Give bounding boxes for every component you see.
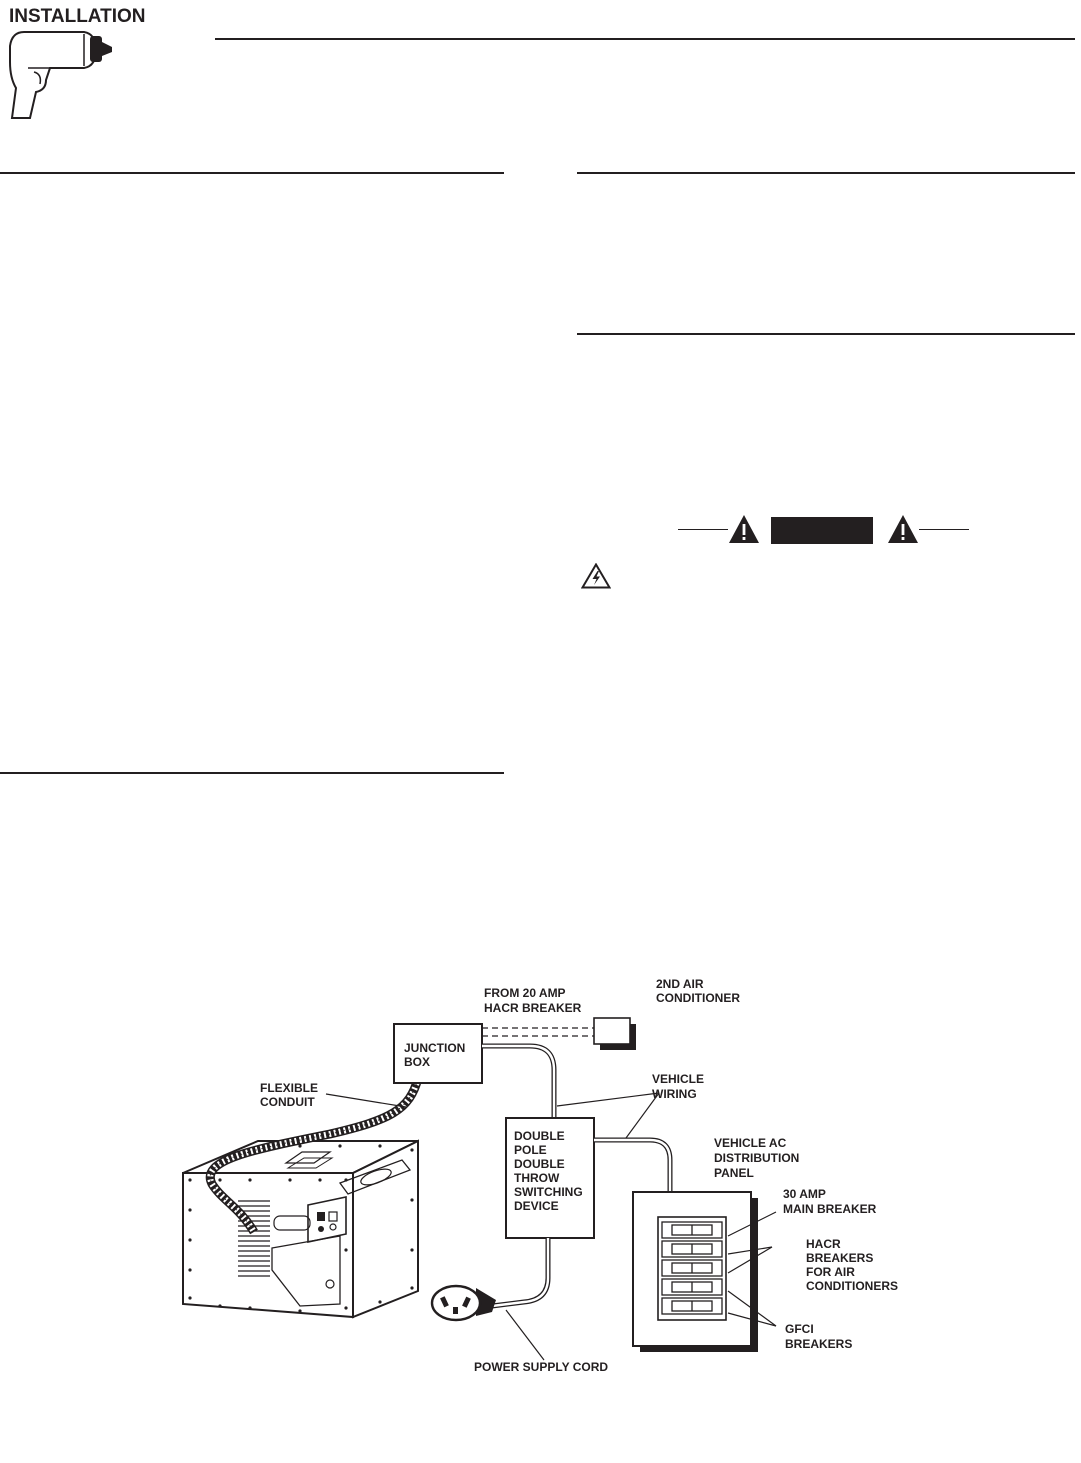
header-rule	[215, 38, 1075, 40]
hacr-breakers-label: CONDITIONERS	[806, 1279, 898, 1293]
from-20-amp-label: HACR BREAKER	[484, 1001, 582, 1015]
junction-box-label: JUNCTION	[404, 1041, 465, 1055]
drill-icon	[9, 31, 112, 119]
warning-triangle-icon	[888, 515, 918, 543]
switch-label: DOUBLE	[514, 1157, 565, 1171]
vehicle-wiring-label: WIRING	[652, 1087, 697, 1101]
distribution-panel-label: PANEL	[714, 1166, 754, 1180]
plug-icon	[430, 1284, 496, 1322]
vehicle-wiring-label: VEHICLE	[652, 1072, 704, 1086]
left-column-rule-bottom	[0, 772, 504, 774]
switch-label: SWITCHING	[514, 1185, 583, 1199]
hacr-breakers-label: BREAKERS	[806, 1251, 873, 1265]
left-column-rule-top	[0, 172, 504, 174]
right-column-rule-middle	[577, 333, 1075, 335]
distribution-panel-label: VEHICLE AC	[714, 1136, 787, 1150]
wiring-diagram: JUNCTION BOX DOUBLE POLE DOUBLE THROW SW…	[182, 977, 898, 1374]
distribution-panel-label: DISTRIBUTION	[714, 1151, 799, 1165]
generator-unit	[182, 1139, 419, 1319]
gfci-breakers-label: GFCI	[785, 1322, 814, 1336]
warning-line-right	[919, 529, 969, 530]
right-column-rule-top	[577, 172, 1075, 174]
second-ac-label: 2ND AIR	[656, 977, 704, 991]
power-cord-label: POWER SUPPLY CORD	[474, 1360, 608, 1374]
second-ac-label: CONDITIONER	[656, 991, 740, 1005]
flexible-conduit-label: FLEXIBLE	[260, 1081, 318, 1095]
warning-label	[771, 517, 873, 544]
hacr-breakers-label: FOR AIR	[806, 1265, 855, 1279]
warning-triangle-icon	[729, 515, 759, 543]
switch-label: DEVICE	[514, 1199, 559, 1213]
junction-box-label: BOX	[404, 1055, 430, 1069]
main-breaker-label: 30 AMP	[783, 1187, 826, 1201]
switch-label: POLE	[514, 1143, 547, 1157]
from-20-amp-label: FROM 20 AMP	[484, 986, 566, 1000]
gfci-breakers-label: BREAKERS	[785, 1337, 852, 1351]
warning-line-left	[678, 529, 728, 530]
flexible-conduit-label: CONDUIT	[260, 1095, 315, 1109]
main-breaker-label: MAIN BREAKER	[783, 1202, 877, 1216]
switch-label: DOUBLE	[514, 1129, 565, 1143]
electrical-shock-hazard-icon	[581, 563, 611, 589]
section-title: INSTALLATION	[9, 6, 146, 27]
switch-label: THROW	[514, 1171, 560, 1185]
hacr-breakers-label: HACR	[806, 1237, 841, 1251]
